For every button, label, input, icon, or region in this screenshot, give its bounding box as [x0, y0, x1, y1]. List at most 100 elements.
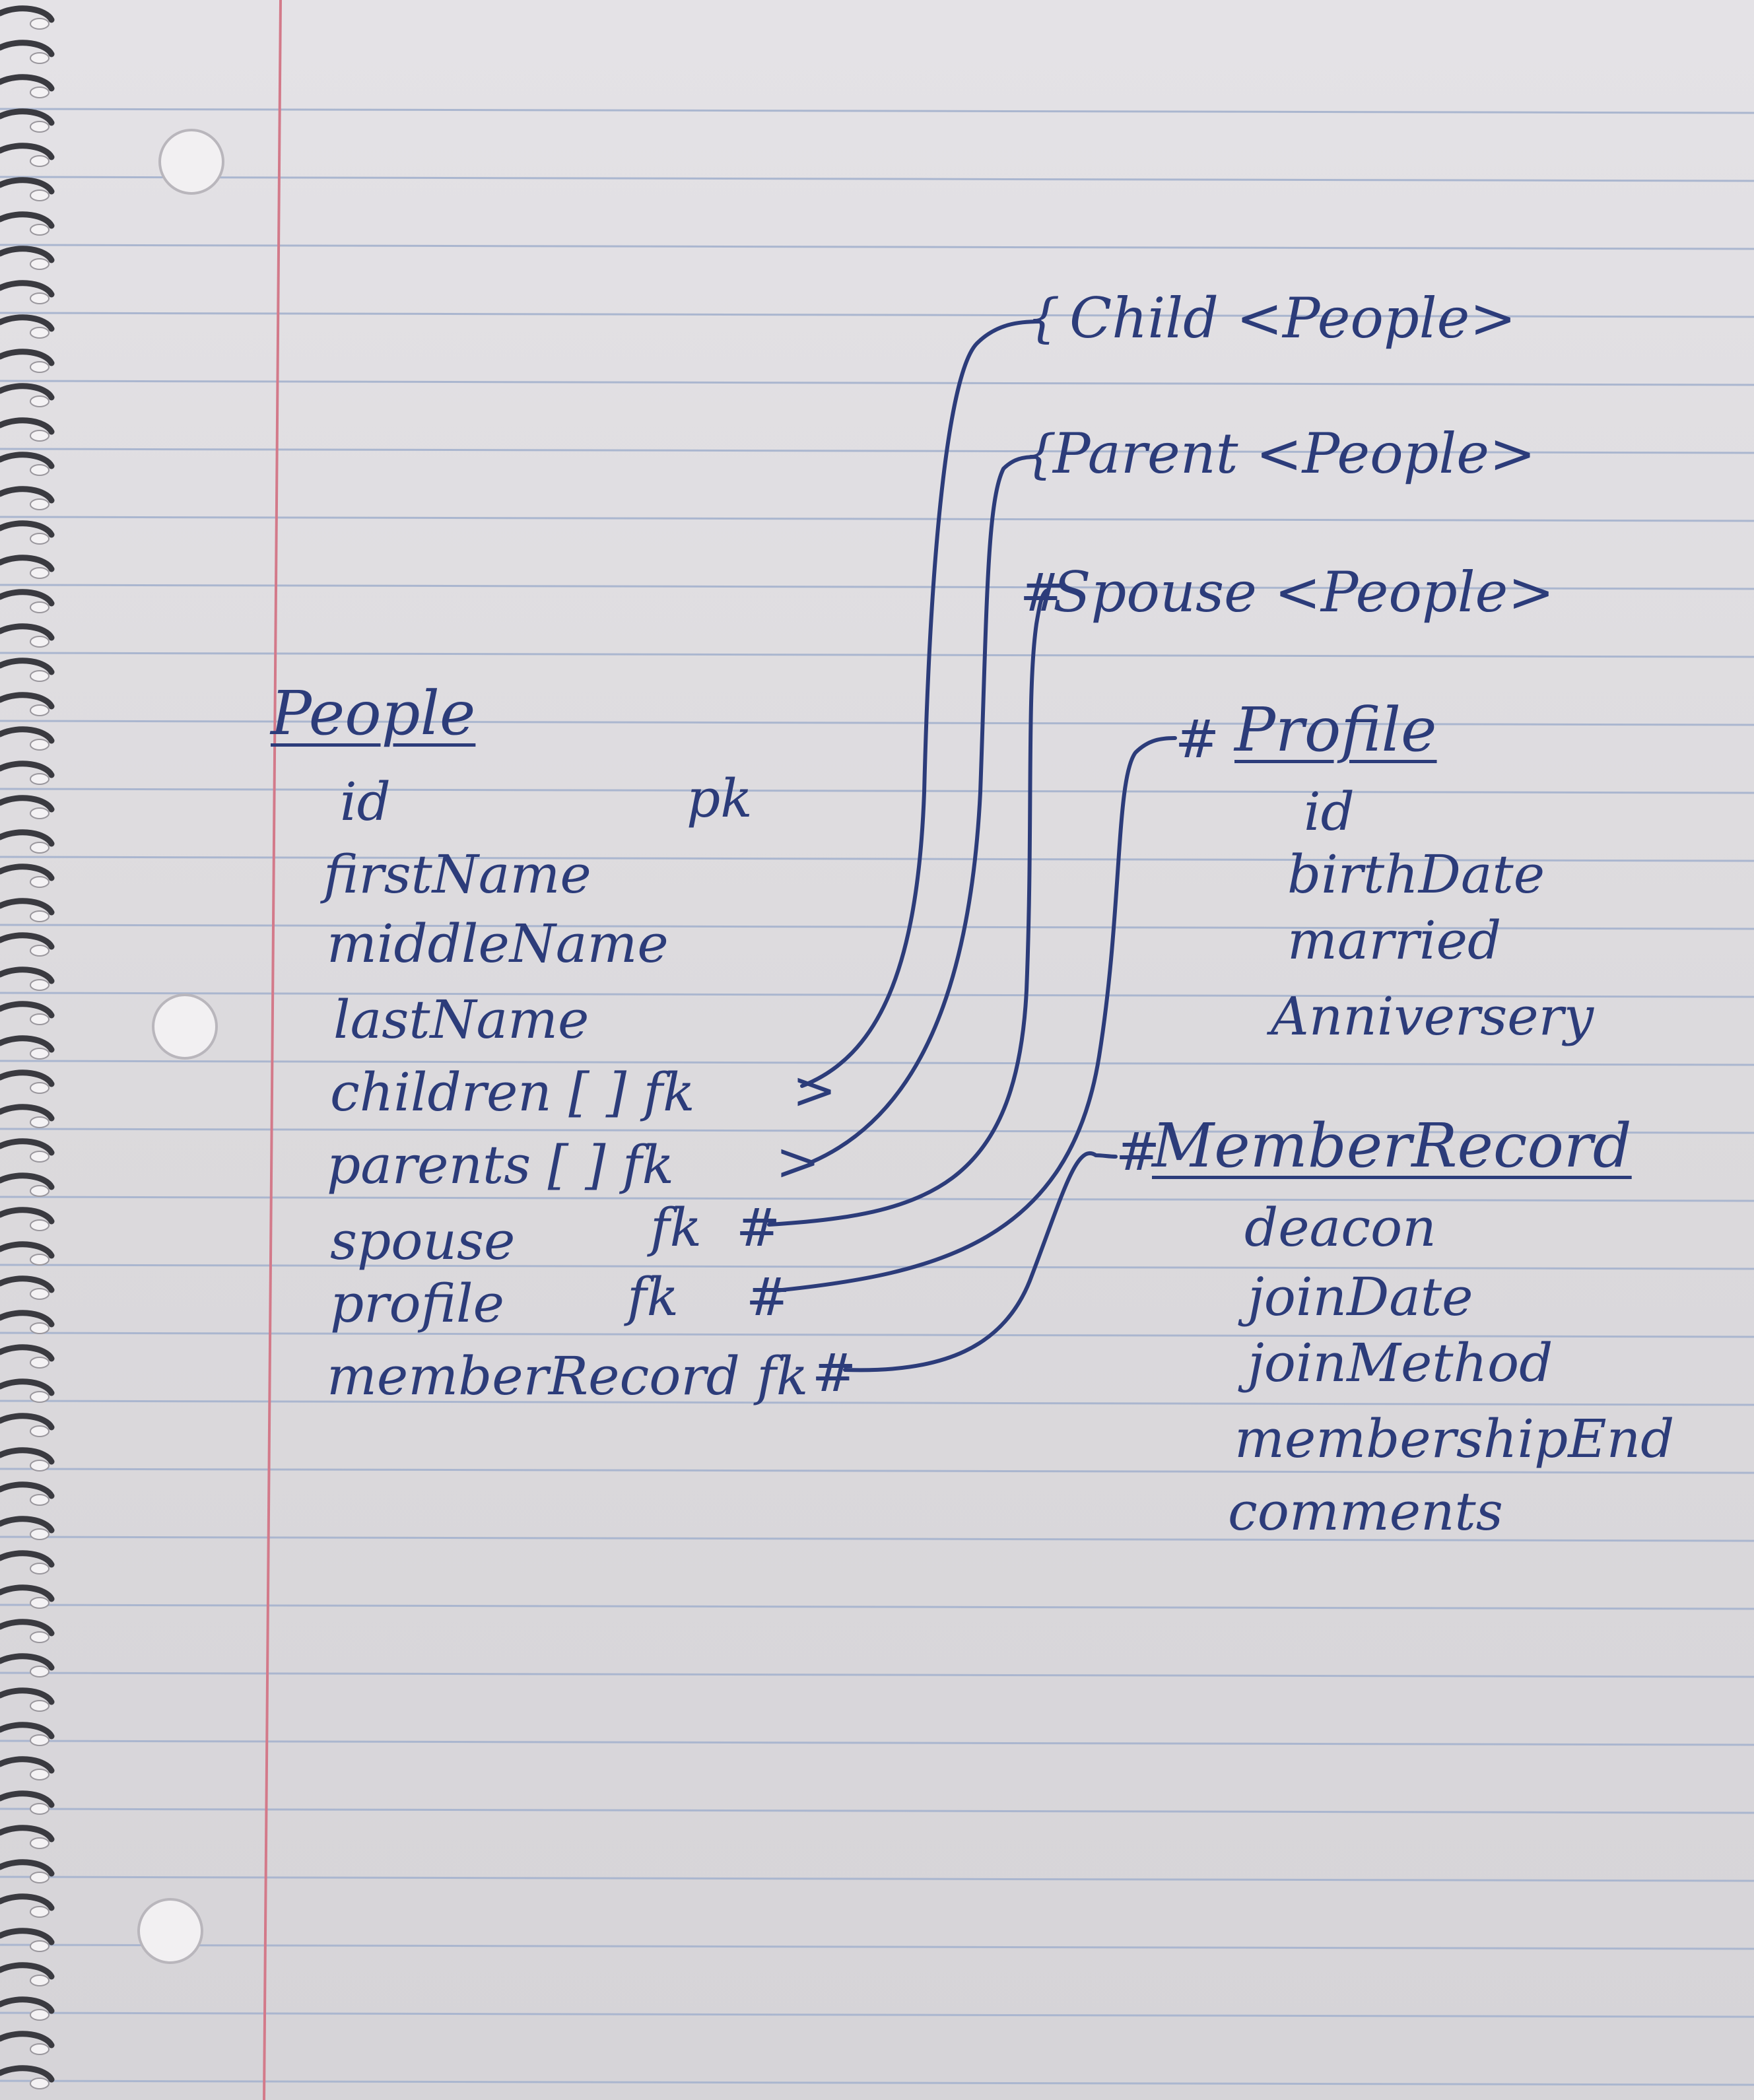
- spiral-coil: [0, 177, 55, 195]
- ruled-line: [0, 2012, 1754, 2018]
- spiral-coil: [0, 1996, 55, 2014]
- spiral-coil: [0, 898, 55, 916]
- spiral-hole: [30, 189, 50, 201]
- spiral-hole: [30, 224, 50, 236]
- profile-one-marker-icon: #: [746, 1266, 791, 1328]
- spiral-hole: [30, 842, 50, 854]
- spiral-hole: [30, 327, 50, 339]
- spiral-coil: [0, 1241, 55, 1259]
- ruled-line: [0, 1536, 1754, 1542]
- spiral-coil: [0, 1825, 55, 1843]
- spiral-hole: [30, 1597, 50, 1609]
- spiral-hole: [30, 258, 50, 270]
- spiral-coil: [0, 1035, 55, 1053]
- ruled-line: [0, 1060, 1754, 1066]
- spiral-hole: [30, 945, 50, 957]
- spiral-coil: [0, 1893, 55, 1911]
- spiral-hole: [30, 18, 50, 30]
- relation-child-label: Child <People>: [1069, 286, 1516, 351]
- spiral-coil: [0, 658, 55, 675]
- spiral-hole: [30, 1700, 50, 1712]
- ruled-line: [0, 176, 1754, 182]
- spiral-hole: [30, 910, 50, 922]
- ruled-line: [0, 1196, 1754, 1202]
- ruled-line: [0, 584, 1754, 590]
- spiral-coil: [0, 623, 55, 641]
- spiral-hole: [30, 1048, 50, 1060]
- relation-spouse-label: Spouse <People>: [1053, 560, 1555, 625]
- spiral-coil: [0, 2031, 55, 2049]
- ruled-line: [0, 516, 1754, 522]
- spiral-hole: [30, 155, 50, 167]
- spiral-coil: [0, 1207, 55, 1225]
- spiral-hole: [30, 567, 50, 579]
- profile-field-id: id: [1304, 781, 1355, 842]
- spiral-coil: [0, 486, 55, 504]
- people-field-middlename: middleName: [327, 913, 669, 974]
- spiral-hole: [30, 1185, 50, 1197]
- spiral-coil: [0, 108, 55, 126]
- spiral-coil: [0, 1928, 55, 1946]
- spiral-coil: [0, 932, 55, 950]
- spiral-coil: [0, 692, 55, 710]
- spiral-coil: [0, 1516, 55, 1534]
- people-pk-label: pk: [687, 768, 753, 829]
- ruled-line: [0, 1400, 1754, 1406]
- spiral-coil: [0, 829, 55, 847]
- ruled-line: [0, 924, 1754, 930]
- spiral-coil: [0, 211, 55, 229]
- spiral-hole: [30, 739, 50, 751]
- ruled-line: [0, 788, 1754, 794]
- ruled-line: [0, 720, 1754, 726]
- spiral-coil: [0, 1687, 55, 1705]
- ruled-line: [0, 2080, 1754, 2086]
- people-field-id: id: [340, 771, 391, 832]
- spiral-hole: [30, 86, 50, 98]
- spiral-coil: [0, 314, 55, 332]
- spiral-coil: [0, 1619, 55, 1637]
- ruled-line: [0, 1740, 1754, 1746]
- spiral-coil: [0, 555, 55, 572]
- ruled-line: [0, 1264, 1754, 1270]
- spiral-hole: [30, 601, 50, 613]
- parents-to-parent-line: [810, 455, 1038, 1164]
- spiral-hole: [30, 533, 50, 545]
- spiral-coil: [0, 349, 55, 366]
- spiral-hole: [30, 1666, 50, 1677]
- spiral-hole: [30, 464, 50, 476]
- spiral-hole: [30, 1219, 50, 1231]
- spiral-coil: [0, 246, 55, 263]
- spiral-hole: [30, 876, 50, 888]
- ruled-line: [0, 312, 1754, 318]
- ruled-line: [0, 448, 1754, 454]
- spiral-coil: [0, 726, 55, 744]
- spiral-hole: [30, 1425, 50, 1437]
- ruled-line: [0, 652, 1754, 658]
- spiral-coil: [0, 1310, 55, 1328]
- spiral-coil: [0, 1104, 55, 1122]
- spiral-coil: [0, 1378, 55, 1396]
- spiral-hole: [30, 2078, 50, 2089]
- spiral-hole: [30, 773, 50, 785]
- spiral-coil: [0, 143, 55, 160]
- ruled-line: [0, 244, 1754, 250]
- ruled-line: [0, 1332, 1754, 1338]
- memberrecord-one-marker-icon: #: [812, 1342, 857, 1404]
- spiral-hole: [30, 1082, 50, 1094]
- spiral-coil: [0, 1962, 55, 1980]
- spiral-coil: [0, 40, 55, 57]
- spiral-coil: [0, 1550, 55, 1568]
- ruled-line: [0, 992, 1754, 998]
- spiral-coil: [0, 417, 55, 435]
- spiral-hole: [30, 2009, 50, 2021]
- ruled-line: [0, 856, 1754, 862]
- memberrecord-to-memberrecord-line: [843, 1151, 1118, 1372]
- profile-to-profile-line: [774, 736, 1177, 1293]
- binder-holes: [137, 129, 224, 1964]
- children-arrow-icon: >: [792, 1060, 837, 1121]
- memberrecord-field-deacon: deacon: [1244, 1197, 1436, 1258]
- people-field-lastname: lastName: [333, 989, 590, 1050]
- spiral-coil: [0, 1172, 55, 1190]
